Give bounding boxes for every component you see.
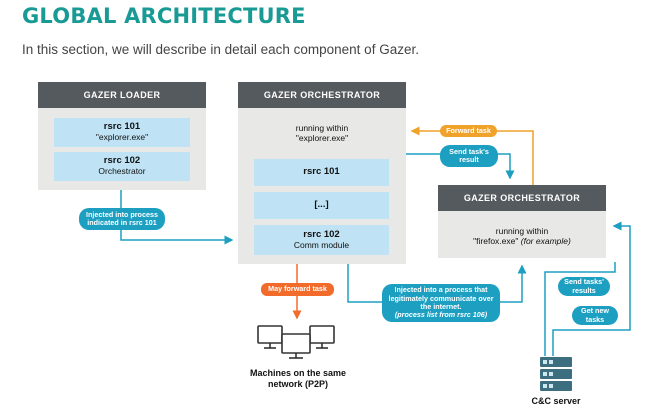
- label-injected-process: Injected into a process that legitimatel…: [382, 284, 500, 322]
- gazer-loader-header: GAZER LOADER: [38, 82, 206, 108]
- orchestrator-firefox-running-note: (for example): [520, 236, 571, 247]
- arrow-get-new-tasks: [552, 221, 631, 356]
- orchestrator-rsrc-102-title: rsrc 102: [303, 228, 340, 240]
- computer-network-icon: [257, 325, 335, 359]
- page-subtitle: In this section, we will describe in det…: [22, 42, 419, 57]
- loader-rsrc-102-sub: Orchestrator: [98, 166, 146, 177]
- gazer-loader-box: GAZER LOADER rsrc 101 "explorer.exe" rsr…: [38, 82, 206, 190]
- orchestrator-rsrc-ellipsis-text: [...]: [314, 199, 329, 211]
- label-injected-process-note: (process list from rsrc 106): [394, 310, 488, 320]
- orchestrator-rsrc-101: rsrc 101: [254, 159, 389, 186]
- label-get-new-tasks: Get new tasks: [572, 306, 618, 325]
- arrow-send-tasks-results: [544, 262, 616, 356]
- label-may-forward: May forward task: [261, 283, 334, 296]
- server-icon: [540, 357, 572, 391]
- orchestrator-firefox-running: running within "firefox.exe" (for exampl…: [438, 226, 606, 246]
- gazer-orchestrator-firefox-box: GAZER ORCHESTRATOR running within "firef…: [438, 185, 606, 258]
- orchestrator-rsrc-ellipsis: [...]: [254, 192, 389, 219]
- orchestrator-main-running-line1: running within: [295, 123, 349, 133]
- cc-server-label: C&C server: [531, 396, 581, 406]
- label-send-tasks-results: Send tasks' results: [558, 277, 610, 296]
- loader-rsrc-101-sub: "explorer.exe": [95, 132, 149, 143]
- machines-label: Machines on the same network (P2P): [249, 368, 347, 389]
- loader-rsrc-102: rsrc 102 Orchestrator: [54, 152, 190, 181]
- loader-rsrc-102-title: rsrc 102: [103, 155, 141, 167]
- orchestrator-firefox-running-line1: running within: [495, 226, 549, 236]
- orchestrator-main-running: running within "explorer.exe": [238, 123, 406, 143]
- orchestrator-rsrc-102: rsrc 102 Comm module: [254, 225, 389, 255]
- gazer-orchestrator-main-box: GAZER ORCHESTRATOR running within "explo…: [238, 82, 406, 264]
- orchestrator-main-running-line2: "explorer.exe": [295, 133, 349, 144]
- label-forward-task: Forward task: [440, 125, 497, 137]
- loader-rsrc-101: rsrc 101 "explorer.exe": [54, 118, 190, 147]
- label-send-result: Send task's result: [440, 145, 498, 167]
- arrow-loader-to-orchestrator: [120, 190, 234, 245]
- orchestrator-firefox-running-line2: "firefox.exe": [473, 236, 519, 247]
- orchestrator-rsrc-102-sub: Comm module: [293, 239, 350, 250]
- page-title: GLOBAL ARCHITECTURE: [22, 4, 306, 28]
- loader-rsrc-101-title: rsrc 101: [103, 121, 141, 133]
- gazer-orchestrator-main-header: GAZER ORCHESTRATOR: [238, 82, 406, 108]
- label-injected-process-text: Injected into a process that legitimatel…: [388, 285, 494, 311]
- gazer-orchestrator-firefox-header: GAZER ORCHESTRATOR: [438, 185, 606, 211]
- label-injected-101: Injected into process indicated in rsrc …: [79, 208, 165, 230]
- orchestrator-rsrc-101-title: rsrc 101: [303, 166, 340, 178]
